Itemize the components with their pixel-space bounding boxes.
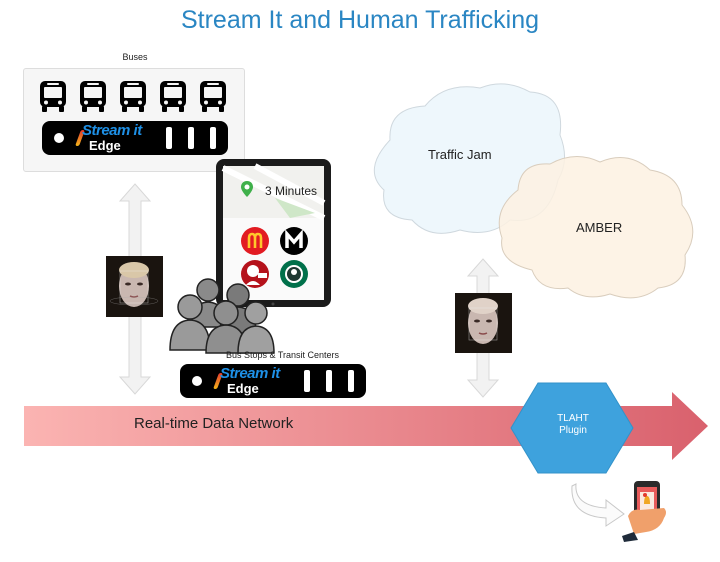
diagram-title: Stream It and Human Trafficking xyxy=(180,6,540,34)
edge-slot-icon xyxy=(348,370,354,392)
eta-text: 3 Minutes xyxy=(265,184,318,198)
clouds-group xyxy=(374,83,694,299)
curved-arrow-icon xyxy=(571,483,625,527)
tlaht-label-line2: Plugin xyxy=(559,425,587,436)
edge-logo-text: Stream it xyxy=(82,122,142,139)
edge-slot-icon xyxy=(188,127,194,149)
face-recognition-image xyxy=(455,293,512,353)
buses-label: Buses xyxy=(122,52,148,62)
edge-slot-icon xyxy=(166,127,172,149)
bus-stops-label: Bus Stops & Transit Centers xyxy=(226,350,340,360)
edge-led-icon xyxy=(192,376,202,386)
bus-icon xyxy=(200,81,226,112)
mcdonalds-logo-icon xyxy=(241,227,269,255)
buses-panel: Stream it Edge xyxy=(23,68,245,172)
buses-edge-device: Stream it Edge xyxy=(42,121,228,155)
data-network-label: Real-time Data Network xyxy=(134,415,294,432)
bus-icon xyxy=(120,81,146,112)
bus-icon xyxy=(160,81,186,112)
starbucks-logo-icon xyxy=(280,260,308,288)
tlaht-label-line1: TLAHT xyxy=(557,413,589,424)
edge-slot-icon xyxy=(210,127,216,149)
edge-logo-text: Stream it xyxy=(220,365,280,382)
edge-sublabel: Edge xyxy=(89,138,121,153)
metro-logo-icon xyxy=(280,227,308,255)
map-pin-icon xyxy=(241,181,253,197)
bus-icon xyxy=(80,81,106,112)
tlaht-plugin-label: TLAHT Plugin xyxy=(520,413,626,437)
edge-slot-icon xyxy=(304,370,310,392)
phone-alert-icon xyxy=(622,481,666,542)
traffic-jam-label: Traffic Jam xyxy=(428,147,492,162)
amber-label: AMBER xyxy=(576,220,623,235)
cloud-amber xyxy=(498,156,694,299)
bus-icon xyxy=(40,81,66,112)
people-group-icon xyxy=(169,278,275,354)
edge-led-icon xyxy=(54,133,64,143)
bus-stops-edge-device: Stream it Edge xyxy=(180,364,366,398)
edge-sublabel: Edge xyxy=(227,381,259,396)
tlaht-plugin-hexagon[interactable] xyxy=(508,380,636,476)
kfc-logo-icon xyxy=(241,260,269,288)
edge-slot-icon xyxy=(326,370,332,392)
face-recognition-image xyxy=(106,256,163,317)
